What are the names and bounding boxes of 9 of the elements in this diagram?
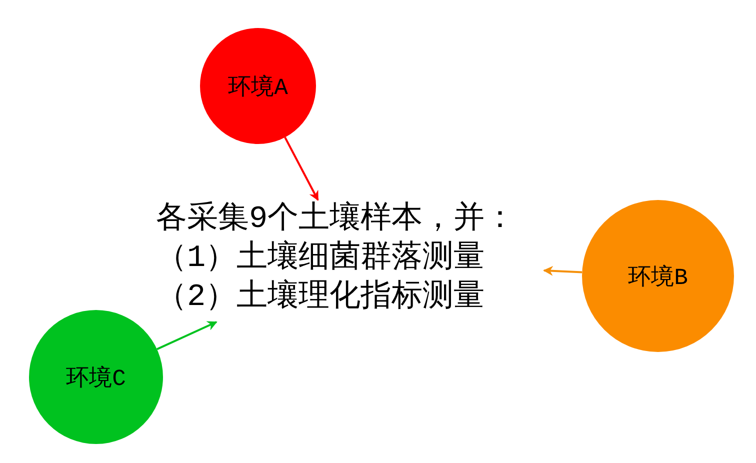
circle-label: 环境C <box>66 364 126 392</box>
description-text: 各采集9个土壤样本，并： <box>156 200 517 239</box>
list-item: （1）土壤细菌群落测量 <box>156 239 486 278</box>
circle-label: 环境A <box>228 74 288 102</box>
arrow <box>284 136 319 201</box>
arrow <box>156 321 218 350</box>
list-item: （2）土壤理化指标测量 <box>156 278 486 317</box>
arrow <box>543 266 582 276</box>
circle-label: 环境B <box>628 264 688 292</box>
